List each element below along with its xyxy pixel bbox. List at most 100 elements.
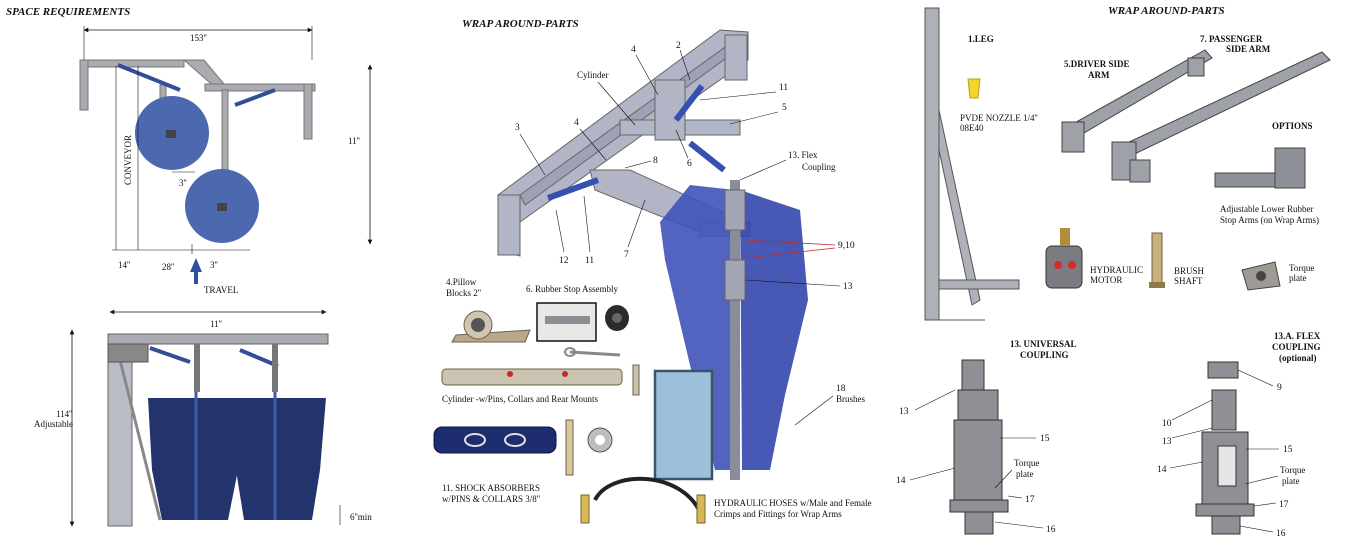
fc-title-line2: COUPLING (1272, 342, 1321, 352)
callout-8: 8 (653, 156, 658, 166)
stop-line1: Adjustable Lower Rubber (1220, 204, 1313, 214)
conveyor-label: CONVEYOR (123, 135, 133, 185)
fc-callout-10: 10 (1162, 419, 1172, 429)
callout-11-bottom: 11 (585, 256, 594, 266)
dim-right-height: 11'' (348, 136, 360, 146)
shaft-line1: BRUSH (1174, 266, 1205, 276)
dim-side-width: 11'' (210, 319, 222, 329)
dim-min-clearance: 6''min (350, 512, 372, 522)
dim-side-height: 114'' (56, 409, 73, 419)
fc-callout-16: 16 (1276, 529, 1286, 539)
uc-callout-15: 15 (1040, 434, 1050, 444)
dim-3-bottom: 3'' (210, 260, 218, 270)
fc-callout-14: 14 (1157, 465, 1167, 475)
rubber-stop-image (536, 302, 629, 342)
uc-title-line2: COUPLING (1020, 350, 1069, 360)
uc-torque-line2: plate (1016, 469, 1034, 479)
uc-torque-line1: Torque (1014, 458, 1039, 468)
torque-plate-image (1241, 261, 1281, 291)
nozzle-line2: 08E40 (960, 123, 984, 133)
callout-9-10: 9,10 (838, 241, 855, 251)
hoses-line1: HYDRAULIC HOSES w/Male and Female (714, 498, 871, 508)
brush-shaft-image (1149, 232, 1165, 288)
passenger-arm-image (1111, 51, 1331, 183)
shock-line1: 11. SHOCK ABSORBERS (442, 483, 540, 493)
callout-2: 2 (676, 41, 681, 51)
cylinder-label: Cylinder -w/Pins, Collars and Rear Mount… (442, 394, 598, 404)
adjustable-label: Adjustable (34, 419, 73, 429)
torque-line1: Torque (1289, 263, 1314, 273)
side-view: 11'' 114'' Adjustable 6''min (34, 309, 372, 527)
fc-callout-13: 13 (1162, 437, 1172, 447)
callout-5: 5 (782, 103, 787, 113)
pillow-block-image (451, 310, 531, 343)
wrap-brushes (660, 180, 808, 480)
motor-line1: HYDRAULIC (1090, 265, 1143, 275)
hydraulic-hoses-image (580, 476, 706, 524)
fc-torque-line2: plate (1282, 476, 1300, 486)
fc-callout-9: 9 (1277, 383, 1282, 393)
callout-flex-line1: 13. Flex (788, 150, 818, 160)
callout-3: 3 (515, 123, 520, 133)
dim-28: 28'' (162, 262, 175, 272)
leg-image (924, 7, 1020, 321)
uc-title-line1: 13. UNIVERSAL (1010, 339, 1077, 349)
nozzle-image (967, 78, 981, 99)
callout-cylinder: Cylinder (577, 70, 609, 80)
rubber-stop-option-image (1214, 147, 1306, 189)
universal-coupling-image (949, 359, 1009, 535)
right-title: WRAP AROUND-PARTS (1108, 5, 1225, 17)
uc-callout-17: 17 (1025, 495, 1035, 505)
stop-line2: Stop Arms (on Wrap Arms) (1220, 215, 1319, 225)
callout-4-top: 4 (631, 45, 636, 55)
uc-callout-14: 14 (896, 476, 906, 486)
passenger-line2: SIDE ARM (1226, 44, 1271, 54)
space-requirements-title: SPACE REQUIREMENTS (6, 6, 130, 18)
pillow-line1: 4.Pillow (446, 277, 477, 287)
nozzle-line1: PVDE NOZZLE 1/4'' (960, 113, 1038, 123)
driver-line2: ARM (1088, 70, 1110, 80)
shaft-line2: SHAFT (1174, 276, 1203, 286)
pillow-line2: Blocks 2'' (446, 288, 481, 298)
fc-callout-17: 17 (1279, 500, 1289, 510)
right-parts-section: WRAP AROUND-PARTS 1.LEG PVDE NOZZLE 1/4'… (896, 5, 1331, 539)
uc-callout-13: 13 (899, 407, 909, 417)
shock-line2: w/PINS & COLLARS 3/8'' (442, 494, 540, 504)
callout-7: 7 (624, 250, 629, 260)
fc-title-line1: 13.A. FLEX (1274, 331, 1321, 341)
callout-18: 18 (836, 384, 846, 394)
fc-torque-line1: Torque (1280, 465, 1305, 475)
fc-callout-15: 15 (1283, 445, 1293, 455)
driver-line1: 5.DRIVER SIDE (1064, 59, 1130, 69)
hydraulic-motor-image (1045, 228, 1083, 289)
uc-callout-16: 16 (1046, 525, 1056, 535)
passenger-line1: 7. PASSENGER (1200, 34, 1263, 44)
callout-12: 12 (559, 256, 569, 266)
callout-13: 13 (843, 282, 853, 292)
motor-line2: MOTOR (1090, 275, 1122, 285)
callout-11-top: 11 (779, 83, 788, 93)
wrap-parts-title: WRAP AROUND-PARTS (462, 18, 579, 30)
dim-14: 14'' (118, 260, 131, 270)
cylinder-image (441, 347, 640, 396)
rubber-stop-label: 6. Rubber Stop Assembly (526, 284, 619, 294)
space-requirements-section: SPACE REQUIREMENTS 153'' 11'' CONVEYOR 3… (6, 6, 373, 527)
travel-label: TRAVEL (204, 285, 238, 295)
fc-title-line3: (optional) (1279, 353, 1317, 363)
hoses-line2: Crimps and Fittings for Wrap Arms (714, 509, 842, 519)
wrap-frame-assembly (497, 29, 751, 257)
wrap-parts-section: WRAP AROUND-PARTS 2 4 Cylinde (433, 18, 871, 524)
flex-coupling-image (1195, 361, 1255, 535)
callout-flex-line2: Coupling (802, 162, 836, 172)
callout-brushes: Brushes (836, 394, 865, 404)
callout-4-mid: 4 (574, 118, 579, 128)
callout-6: 6 (687, 159, 692, 169)
torque-line2: plate (1289, 273, 1307, 283)
leg-label: 1.LEG (968, 34, 994, 44)
dim-top-width: 153'' (190, 33, 207, 43)
travel-arrow-icon (190, 258, 202, 284)
shock-absorbers-image (433, 419, 613, 476)
options-label: OPTIONS (1272, 121, 1313, 131)
dim-small-gap: 3'' (179, 178, 187, 188)
